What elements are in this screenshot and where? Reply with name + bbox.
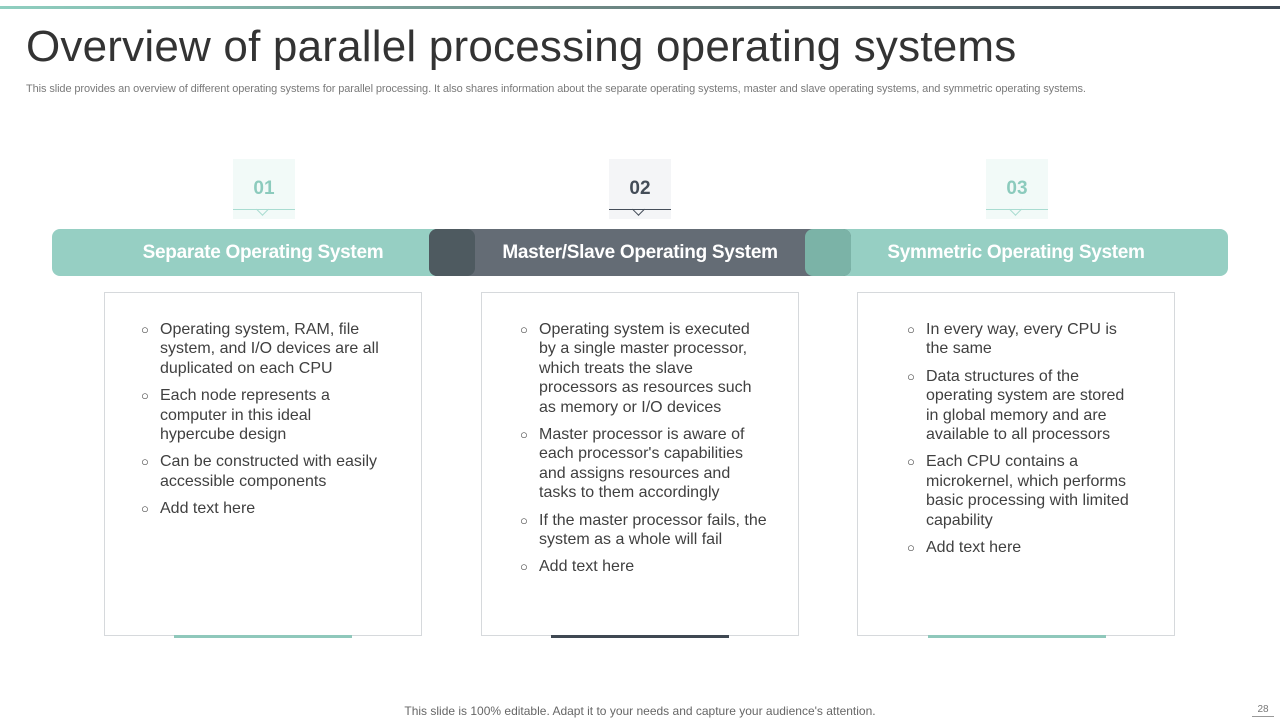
- hollow-circle-icon: ○: [520, 427, 528, 443]
- list-item-text: Add text here: [539, 558, 635, 576]
- list-item: ○ Operating system is executed by a singl…: [520, 320, 770, 417]
- bullet-list: ○ Operating system, RAM, file system, and…: [141, 320, 386, 527]
- list-item: ○ Each node represents a computer in this…: [141, 386, 386, 444]
- list-item: ○ Master processor is aware of each proce…: [520, 425, 770, 503]
- page-number-underline: [1252, 716, 1274, 717]
- column-heading-master-slave: Master/Slave Operating System: [502, 242, 778, 263]
- list-item-text: Each CPU contains a microkernel, which p…: [926, 453, 1129, 529]
- step-number-3-label: 03: [1006, 178, 1028, 199]
- bullet-list: ○ In every way, every CPU is the same ○ Da…: [907, 320, 1132, 565]
- chevron-down-icon: [1009, 203, 1022, 216]
- header-band-center-left-cap: [429, 229, 475, 276]
- top-accent-bar: [0, 6, 1280, 9]
- card-accent-line: [551, 635, 729, 638]
- list-item: ○ Add text here: [141, 499, 386, 518]
- list-item: ○ Each CPU contains a microkernel, which …: [907, 452, 1132, 530]
- list-item-text: Each node represents a computer in this …: [160, 387, 330, 444]
- content-card-master-slave: ○ Operating system is executed by a singl…: [481, 292, 799, 636]
- list-item: ○ Add text here: [520, 557, 770, 576]
- hollow-circle-icon: ○: [141, 501, 149, 517]
- bullet-list: ○ Operating system is executed by a singl…: [520, 320, 770, 585]
- slide-title: Overview of parallel processing operatin…: [26, 22, 1017, 71]
- list-item-text: In every way, every CPU is the same: [926, 321, 1117, 358]
- step-number-2-underline: [609, 209, 671, 210]
- list-item: ○ In every way, every CPU is the same: [907, 320, 1132, 359]
- chevron-down-icon: [256, 203, 269, 216]
- hollow-circle-icon: ○: [520, 322, 528, 337]
- column-heading-separate: Separate Operating System: [142, 242, 384, 263]
- header-band-center: [429, 229, 851, 276]
- hollow-circle-icon: ○: [907, 454, 915, 470]
- content-card-separate: ○ Operating system, RAM, file system, and…: [104, 292, 422, 636]
- hollow-circle-icon: ○: [520, 512, 528, 528]
- list-item-text: Operating system, RAM, file system, and …: [160, 321, 379, 377]
- step-number-3-underline: [986, 209, 1048, 210]
- content-card-symmetric: ○ In every way, every CPU is the same ○ Da…: [857, 292, 1175, 636]
- header-band-center-right-cap: [805, 229, 851, 276]
- hollow-circle-icon: ○: [907, 540, 915, 556]
- card-accent-line: [928, 635, 1106, 638]
- step-number-3: 03: [986, 159, 1048, 219]
- list-item: ○ Can be constructed with easily accessib…: [141, 452, 386, 491]
- list-item-text: Add text here: [926, 539, 1022, 557]
- column-heading-symmetric: Symmetric Operating System: [887, 242, 1145, 263]
- step-number-2-label: 02: [629, 178, 651, 199]
- list-item-text: If the master processor fails, the syste…: [539, 511, 767, 549]
- list-item-text: Operating system is executed by a single…: [539, 321, 752, 416]
- list-item: ○ Add text here: [907, 538, 1132, 557]
- list-item: ○ Operating system, RAM, file system, and…: [141, 320, 386, 378]
- hollow-circle-icon: ○: [141, 388, 149, 404]
- hollow-circle-icon: ○: [520, 559, 528, 575]
- hollow-circle-icon: ○: [141, 454, 149, 470]
- chevron-down-icon: [632, 203, 645, 216]
- list-item-text: Master processor is aware of each proces…: [539, 426, 745, 502]
- slide-subtitle: This slide provides an overview of diffe…: [26, 83, 1086, 95]
- page-number: 28: [1257, 704, 1269, 715]
- list-item-text: Data structures of the operating system …: [926, 367, 1125, 444]
- list-item: ○ Data structures of the operating system…: [907, 367, 1132, 445]
- step-number-1-label: 01: [253, 178, 275, 199]
- step-number-1-underline: [233, 209, 295, 210]
- slide-footer: This slide is 100% editable. Adapt it to…: [404, 704, 876, 718]
- list-item-text: Can be constructed with easily accessibl…: [160, 453, 377, 490]
- card-accent-line: [174, 635, 352, 638]
- hollow-circle-icon: ○: [141, 322, 149, 337]
- step-number-2: 02: [609, 159, 671, 219]
- list-item: ○ If the master processor fails, the syst…: [520, 511, 770, 550]
- step-number-1: 01: [233, 159, 295, 219]
- hollow-circle-icon: ○: [907, 368, 915, 384]
- hollow-circle-icon: ○: [907, 322, 915, 337]
- list-item-text: Add text here: [160, 500, 256, 518]
